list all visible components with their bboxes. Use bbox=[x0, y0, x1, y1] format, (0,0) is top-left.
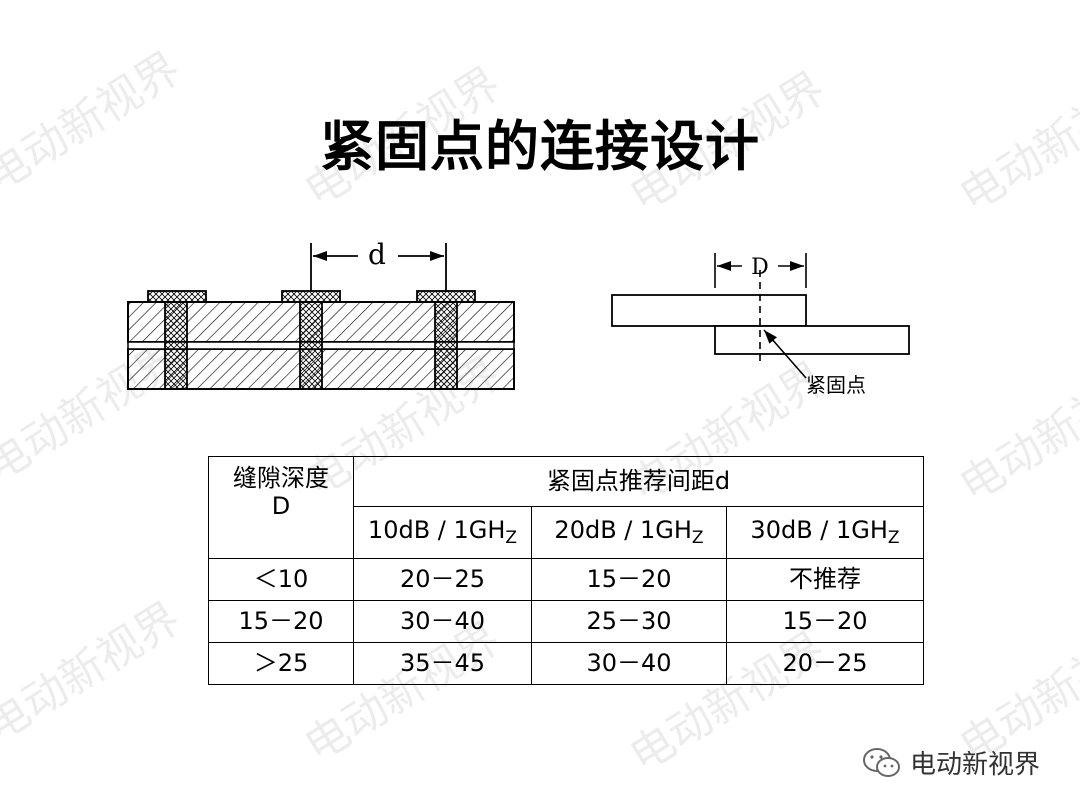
value-cell: 25－30 bbox=[531, 600, 727, 643]
table-row: 15－20 30－40 25－30 15－20 bbox=[208, 600, 925, 643]
dimension-D-label: D bbox=[751, 255, 769, 280]
fastener bbox=[416, 290, 476, 390]
depth-cell: ＜10 bbox=[208, 558, 354, 601]
callout-arrow bbox=[763, 329, 807, 379]
dimension-d-label: d bbox=[368, 238, 386, 271]
fastener bbox=[147, 290, 207, 390]
depth-cell: ＞25 bbox=[208, 642, 354, 685]
page-title: 紧固点的连接设计 bbox=[320, 115, 760, 178]
left-cross-section: d bbox=[127, 238, 515, 390]
value-cell: 不推荐 bbox=[725, 558, 925, 601]
watermark: 电动新视界 bbox=[0, 592, 190, 753]
value-cell: 30－40 bbox=[353, 600, 532, 643]
brand-footer: 电动新视界 bbox=[862, 744, 1040, 781]
value-cell: 20－25 bbox=[353, 558, 532, 601]
table-row: ＜10 20－25 15－20 不推荐 bbox=[208, 558, 925, 601]
depth-cell: 15－20 bbox=[208, 600, 354, 643]
corner-header-line1: 缝隙深度 bbox=[233, 464, 329, 492]
wechat-icon bbox=[863, 747, 900, 777]
sub-header-20db: 20dB / 1GHZ bbox=[531, 506, 727, 559]
sub-header-30db: 30dB / 1GHZ bbox=[725, 506, 925, 559]
value-cell: 15－20 bbox=[531, 558, 727, 601]
value-cell: 20－25 bbox=[725, 642, 925, 685]
brand-label: 电动新视界 bbox=[910, 750, 1041, 780]
table-row: ＞25 35－45 30－40 20－25 bbox=[208, 642, 925, 685]
value-cell: 30－40 bbox=[531, 642, 727, 685]
corner-header-line2: D bbox=[271, 491, 291, 520]
sub-header-10db: 10dB / 1GHZ bbox=[353, 506, 532, 559]
group-header: 紧固点推荐间距d bbox=[352, 456, 925, 507]
corner-header: 缝隙深度 D bbox=[208, 456, 354, 559]
bottom-plate bbox=[714, 325, 910, 355]
fastener-diagrams: d D 紧固点 bbox=[127, 238, 910, 397]
value-cell: 15－20 bbox=[725, 600, 925, 643]
value-cell: 35－45 bbox=[353, 642, 532, 685]
callout-label: 紧固点 bbox=[806, 373, 866, 397]
fastener bbox=[281, 290, 341, 390]
spacing-table: 缝隙深度 D 紧固点推荐间距d 10dB / 1GHZ 20dB / 1GHZ … bbox=[208, 456, 925, 685]
right-overlap-diagram: D 紧固点 bbox=[611, 253, 910, 397]
dimension-d: d bbox=[310, 238, 447, 291]
top-plate bbox=[611, 294, 807, 327]
